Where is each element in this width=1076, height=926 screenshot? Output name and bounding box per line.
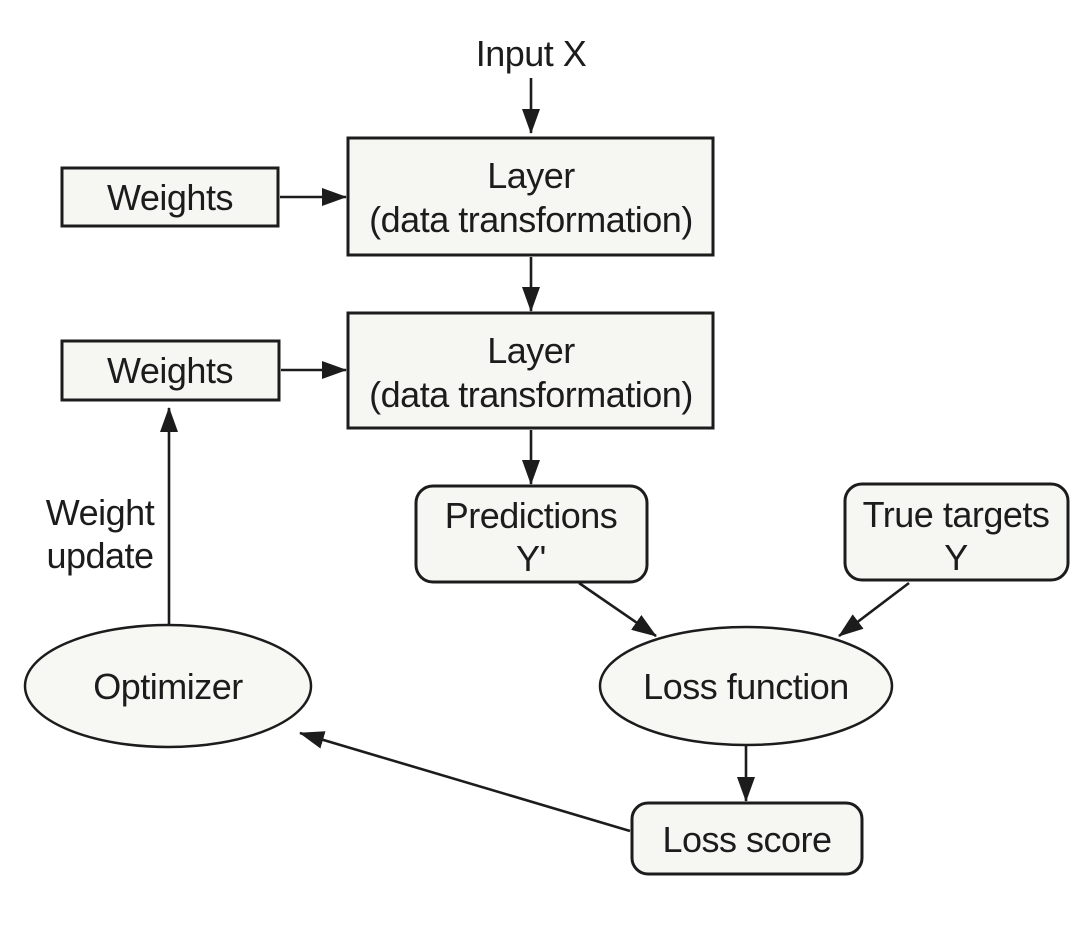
loss-score-box [630,801,864,876]
node-true-targets: True targets Y [843,482,1070,582]
node-layer-2: Layer (data transformation) [346,311,715,430]
input-x-label: Input X [476,33,587,74]
edge-loss-score-to-optimizer [299,731,631,833]
edge-true-targets-to-loss-function [838,581,910,638]
weights-2-box [60,339,281,402]
node-input-x: Input X [476,33,588,74]
layer-1-label-line1: Layer [487,155,575,196]
weight-update-label-line2: update [46,535,153,576]
predictions-box [414,484,649,584]
true-targets-label-line1: True targets [863,494,1050,535]
layer-2-label-line2: (data transformation) [369,374,693,415]
node-layer-1: Layer (data transformation) [346,136,715,257]
node-loss-score: Loss score [630,801,864,876]
weights-1-label: Weights [107,177,233,218]
true-targets-box [843,482,1070,582]
weight-update-label-line1: Weight [46,492,155,533]
node-weights-1: Weights [60,166,280,228]
loss-function-label: Loss function [643,666,849,707]
node-loss-function: Loss function [598,625,894,747]
edge-predictions-to-loss-function [578,581,657,638]
optimizer-ellipse [23,623,313,749]
weights-2-label: Weights [107,350,233,391]
predictions-label-line1: Predictions [445,495,618,536]
layer-2-label-line1: Layer [487,330,575,371]
edge-label-weight-update: Weight update [46,492,155,576]
true-targets-label-line2: Y [944,537,968,578]
layer-1-label-line2: (data transformation) [369,199,693,240]
loss-score-label: Loss score [662,819,831,860]
layer-1-box [346,136,715,257]
layer-2-box [346,311,715,430]
node-predictions: Predictions Y' [414,484,649,584]
node-weights-2: Weights [60,339,281,402]
weights-1-box [60,166,280,228]
predictions-label-line2: Y' [516,538,546,579]
optimizer-label: Optimizer [93,666,243,707]
node-optimizer: Optimizer [23,623,313,749]
loss-function-ellipse [598,625,894,747]
